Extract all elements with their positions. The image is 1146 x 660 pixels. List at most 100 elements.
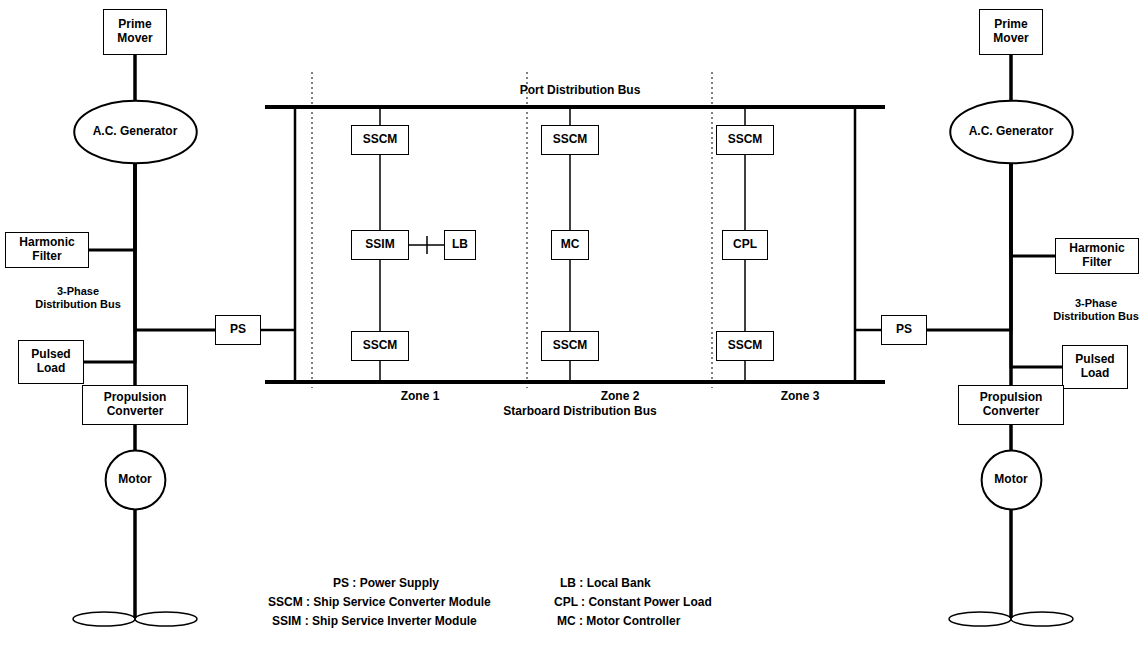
wire: [855, 329, 882, 332]
bus-wire: [927, 164, 1011, 330]
node-text: SSIM: [362, 238, 397, 252]
connector-line: [409, 244, 444, 246]
bus-label: Starboard Distribution Bus: [503, 405, 656, 419]
node-text: Pulsed Load: [1063, 353, 1127, 381]
inverter-module-box: SSIM: [351, 230, 409, 260]
converter-module-box: SSCM: [541, 125, 599, 155]
node-text: Pulsed Load: [19, 348, 83, 376]
node-text: SSCM: [725, 339, 766, 353]
load-box: Pulsed Load: [18, 340, 84, 384]
node-text: Propulsion Converter: [83, 391, 187, 419]
node-text: SSCM: [725, 133, 766, 147]
connector-line: [133, 164, 137, 385]
converter-module-box: SSCM: [716, 125, 774, 155]
motor-controller-box: MC: [551, 230, 589, 260]
zone-label: Zone 3: [781, 390, 820, 404]
bus-wire: [1011, 164, 1055, 256]
connector-line: [133, 55, 137, 100]
node-text: A.C. Generator: [90, 125, 181, 139]
connector-line: [379, 155, 381, 230]
abbreviation-key: SSCM : Ship Service Converter Module: [268, 596, 491, 610]
connector-line: [1009, 425, 1013, 450]
node-text: Prime Mover: [980, 18, 1042, 46]
connector-line: [379, 260, 381, 331]
bus-wire: [84, 164, 135, 362]
filter-box: Harmonic Filter: [1055, 238, 1139, 274]
power-supply-box: PS: [215, 315, 261, 345]
abbreviation-key: CPL : Constant Power Load: [554, 596, 712, 610]
node-text: SSCM: [550, 133, 591, 147]
power-supply-box: PS: [881, 315, 927, 345]
bus-wire: [135, 164, 215, 330]
zone-label: Zone 1: [401, 390, 440, 404]
connector-line: [133, 425, 137, 450]
bus-label: 3-Phase Distribution Bus: [1050, 297, 1142, 322]
propeller-blade: [1011, 612, 1073, 626]
propeller-blade: [73, 612, 135, 626]
zone-label: Zone 2: [601, 390, 640, 404]
motor-circle: Motor: [105, 450, 166, 510]
converter-module-box: SSCM: [541, 331, 599, 361]
node-text: A.C. Generator: [966, 125, 1057, 139]
zone-divider: [312, 72, 313, 388]
wire: [379, 107, 381, 126]
node-text: Harmonic Filter: [1056, 242, 1138, 270]
abbreviation-key: LB : Local Bank: [560, 577, 651, 591]
converter-module-box: SSCM: [351, 331, 409, 361]
propeller-blade: [135, 612, 197, 626]
local-bank-box: LB: [444, 230, 476, 260]
prime-mover-box: Prime Mover: [103, 9, 167, 55]
generator-ellipse: A.C. Generator: [949, 100, 1074, 164]
zone-divider: [712, 72, 713, 388]
node-text: LB: [449, 238, 471, 252]
wire: [260, 329, 295, 332]
node-text: Propulsion Converter: [959, 391, 1063, 419]
bus-tie: [854, 107, 857, 382]
shaft: [133, 508, 137, 618]
wire: [379, 360, 381, 382]
abbreviation-key: MC : Motor Controller: [557, 615, 680, 629]
port-bus: [265, 105, 885, 109]
shaft: [1009, 508, 1013, 618]
converter-box: Propulsion Converter: [82, 385, 188, 425]
node-text: PS: [227, 323, 249, 337]
converter-module-box: SSCM: [716, 331, 774, 361]
connector-line: [744, 155, 746, 230]
node-text: SSCM: [550, 339, 591, 353]
converter-box: Propulsion Converter: [958, 385, 1064, 425]
connector-line: [744, 260, 746, 331]
wire: [569, 107, 571, 126]
prime-mover-box: Prime Mover: [979, 9, 1043, 55]
bus-tie: [294, 107, 297, 382]
abbreviation-key: SSIM : Ship Service Inverter Module: [272, 615, 477, 629]
bus-label: 3-Phase Distribution Bus: [28, 285, 128, 310]
bus-label: Port Distribution Bus: [520, 84, 641, 98]
zone-divider: [527, 72, 528, 388]
connector-line: [1009, 164, 1013, 385]
connector-line: [569, 260, 571, 331]
node-text: Harmonic Filter: [6, 236, 88, 264]
node-text: Motor: [991, 473, 1030, 487]
load-box: Pulsed Load: [1062, 345, 1128, 389]
motor-circle: Motor: [981, 450, 1042, 510]
starboard-bus: [265, 380, 885, 384]
connector-line: [569, 155, 571, 230]
propeller-blade: [949, 612, 1011, 626]
node-text: MC: [558, 238, 583, 252]
converter-module-box: SSCM: [351, 125, 409, 155]
connector-line: [1009, 55, 1013, 100]
node-text: CPL: [730, 238, 760, 252]
bus-wire: [89, 164, 135, 250]
node-text: SSCM: [360, 339, 401, 353]
abbreviation-key: PS : Power Supply: [333, 577, 439, 591]
node-text: SSCM: [360, 133, 401, 147]
constant-power-load-box: CPL: [722, 230, 768, 260]
filter-box: Harmonic Filter: [5, 232, 89, 268]
generator-ellipse: A.C. Generator: [73, 100, 198, 164]
node-text: PS: [893, 323, 915, 337]
wire: [569, 360, 571, 382]
wire: [744, 107, 746, 126]
wire: [744, 360, 746, 382]
node-text: Prime Mover: [104, 18, 166, 46]
